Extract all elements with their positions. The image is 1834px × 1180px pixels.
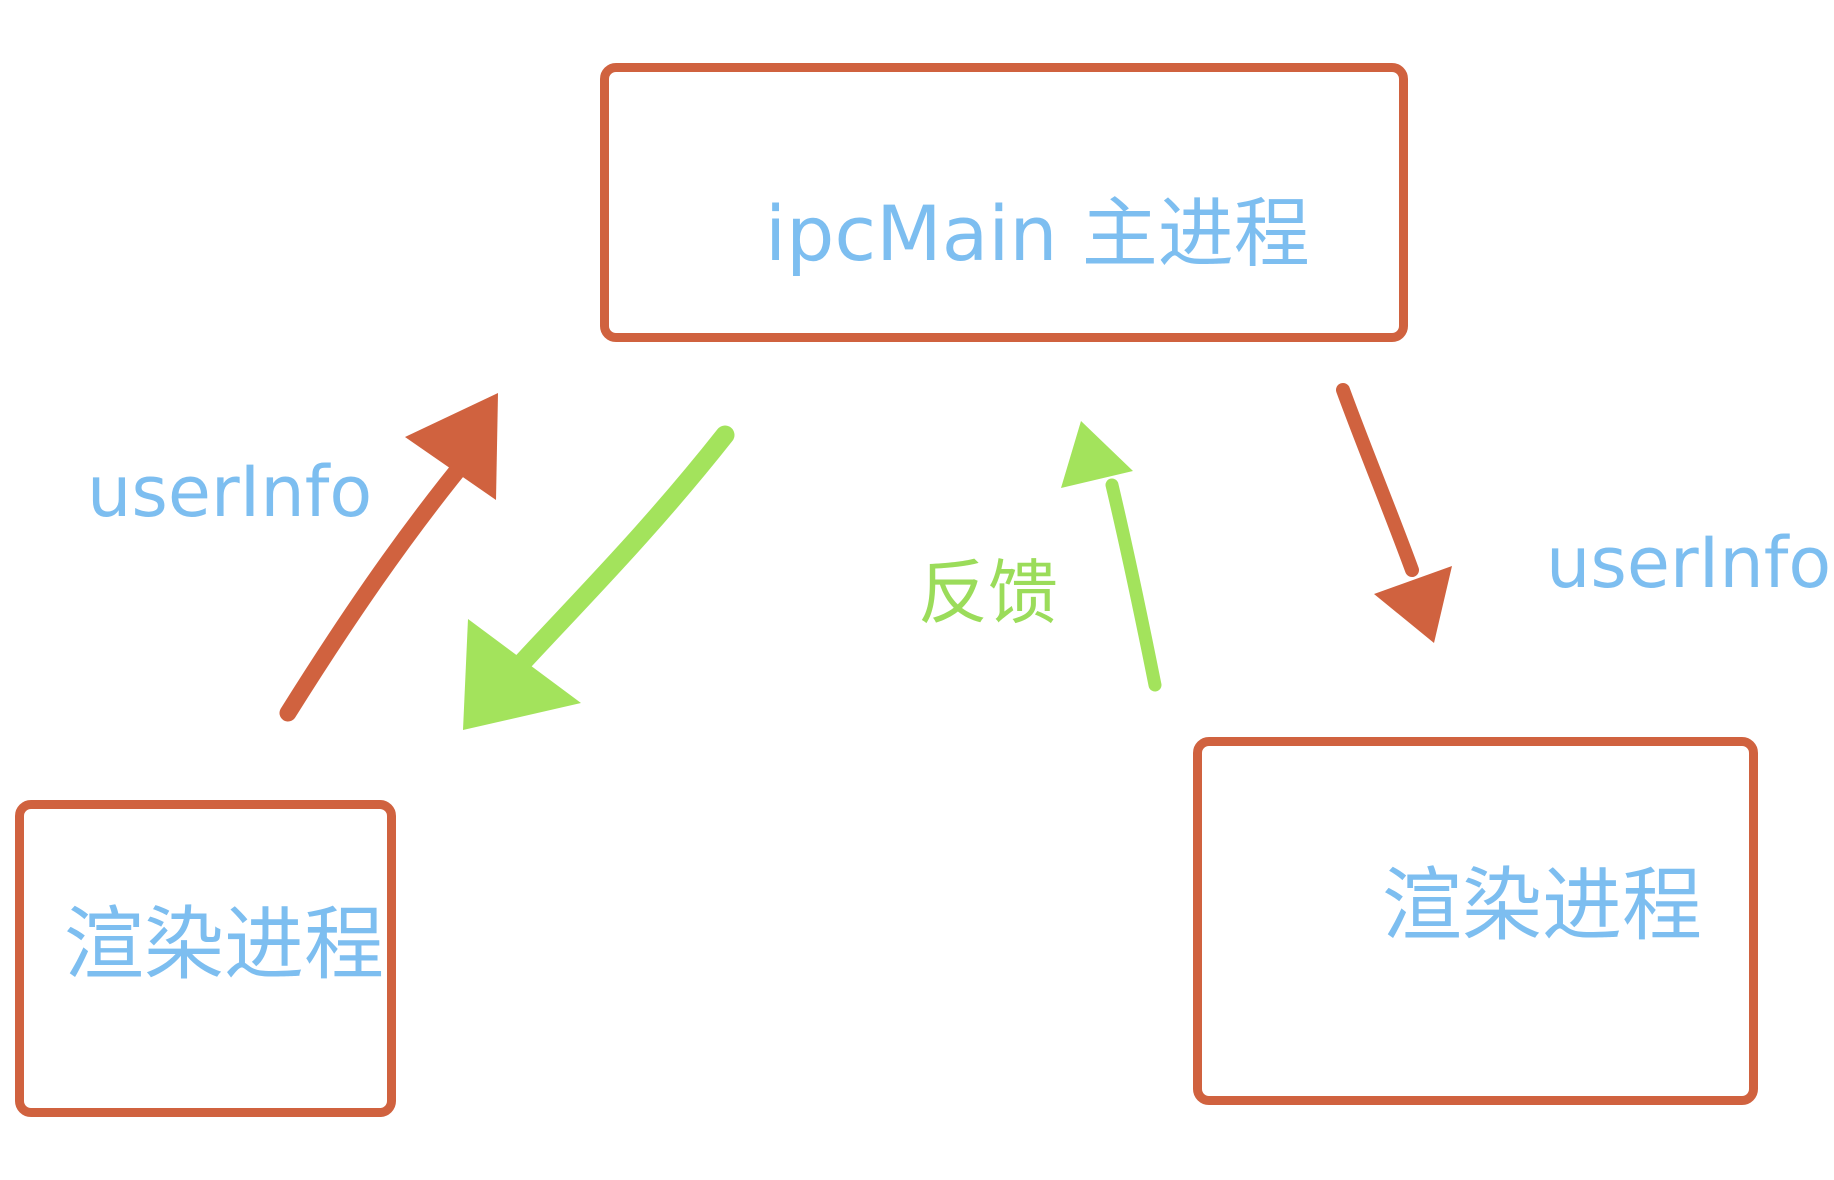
renderer-process-box-right [1193, 737, 1758, 1105]
arrow-right-to-main-head [1061, 421, 1133, 488]
arrow-left-to-main-shaft [279, 446, 479, 722]
main-process-label: ipcMain 主进程 [765, 189, 1310, 278]
edge-label-feedback: 反馈 [918, 552, 1058, 634]
renderer-process-box-left [15, 800, 396, 1117]
main-process-box [600, 63, 1408, 342]
edge-label-userinfo-right: userInfo [1546, 522, 1832, 604]
renderer-process-label-left: 渲染进程 [64, 898, 384, 991]
edge-label-userinfo-left: userInfo [87, 451, 373, 533]
arrow-right-to-main-shaft [1105, 478, 1162, 692]
arrow-main-to-right [1336, 383, 1452, 643]
arrow-main-to-left-shaft [510, 425, 735, 675]
renderer-process-label-right: 渲染进程 [1382, 859, 1702, 952]
arrow-main-to-left [463, 425, 735, 730]
arrow-left-to-main [279, 393, 498, 722]
arrow-left-to-main-head [405, 393, 498, 500]
arrow-main-to-right-head [1374, 566, 1452, 643]
arrow-main-to-right-shaft [1336, 383, 1419, 577]
arrow-main-to-left-head [463, 619, 581, 730]
arrow-right-to-main [1061, 421, 1162, 692]
